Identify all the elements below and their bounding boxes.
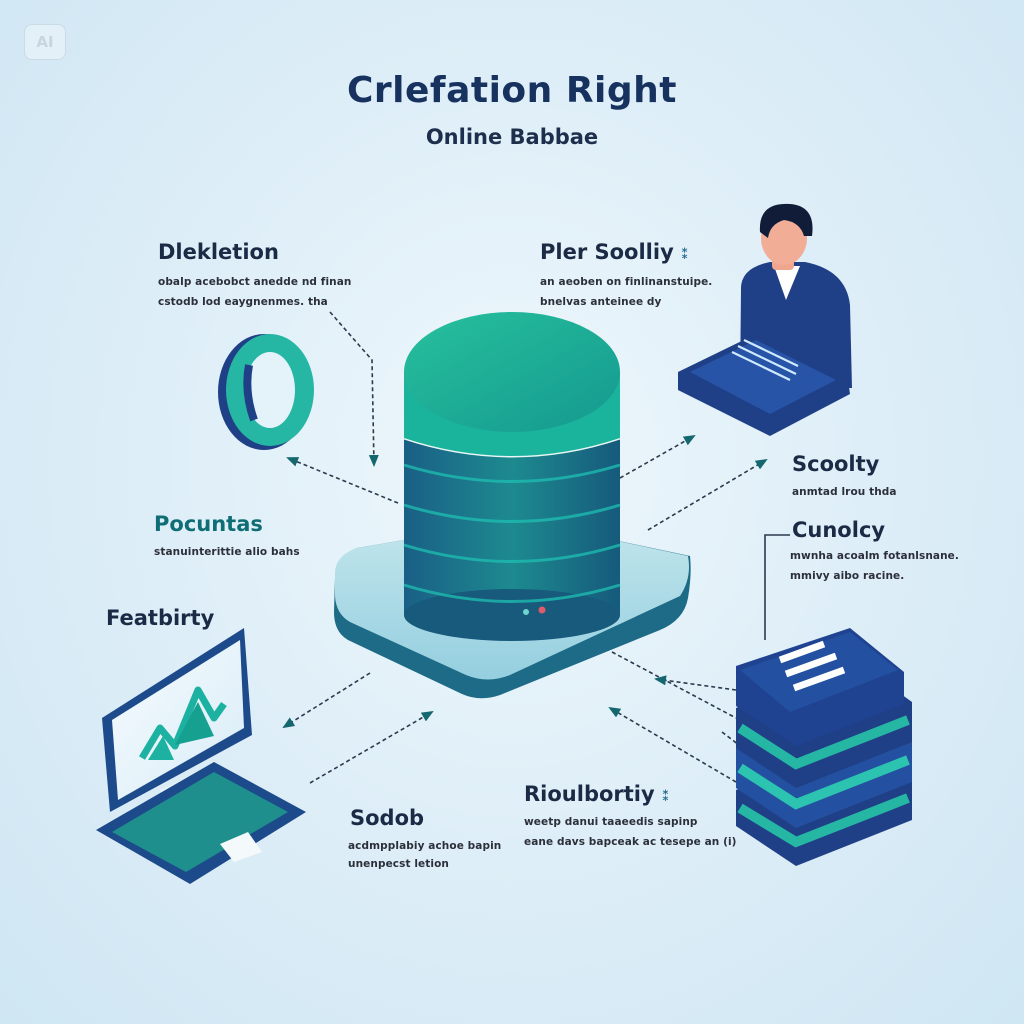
node-desc-bottom-right-1: weetp danui taaeedis sapinp	[524, 816, 698, 828]
sparkle-icon: ⁑	[662, 789, 670, 805]
node-desc-right-2-1: mwnha acoalm fotanlsnane.	[790, 550, 959, 562]
arrow-to-person	[619, 435, 696, 479]
arrow-to-security	[647, 458, 768, 531]
arrow-top-left	[329, 311, 379, 467]
node-desc-bottom-mid-1: acdmpplabiy achoe bapin	[348, 840, 502, 852]
node-desc-right-2-2: mmivy aibo racine.	[790, 570, 905, 582]
line-to-books-1	[611, 651, 737, 719]
node-heading-left-mid: Pocuntas	[154, 512, 263, 536]
arrow-to-ring	[286, 457, 399, 504]
diagram-subtitle: Online Babbae	[425, 125, 599, 149]
node-heading-bottom-right: Rioulbortiy ⁑	[524, 782, 670, 806]
book-stack-icon	[736, 628, 912, 866]
ring-icon	[218, 334, 314, 450]
arrow-to-monitor	[282, 672, 371, 729]
node-heading-top-right: Pler Soolliy ⁑	[540, 240, 689, 264]
node-desc-top-left-1: obalp acebobct anedde nd finan	[158, 276, 352, 288]
diagram-title: Crlefation Right	[347, 70, 677, 111]
node-desc-top-right-1: an aeoben on finlinanstuipe.	[540, 276, 713, 288]
node-heading-right-1: Scoolty	[792, 452, 880, 476]
arrow-from-books	[654, 675, 737, 691]
connector-arrows	[282, 311, 790, 784]
ai-badge: AI	[24, 24, 66, 60]
arrow-from-books-2	[608, 706, 737, 783]
node-desc-right-1: anmtad lrou thda	[792, 486, 897, 498]
node-heading-right-2: Cunolcy	[792, 518, 886, 542]
arrow-from-sodob	[309, 710, 434, 784]
database-icon	[334, 312, 691, 699]
line-to-concurrency	[764, 534, 790, 640]
node-heading-bottom-mid: Sodob	[350, 806, 425, 830]
node-desc-top-left-2: cstodb lod eaygnenmes. tha	[158, 296, 328, 308]
node-heading-top-left: Dlekletion	[158, 240, 279, 264]
node-desc-bottom-right-2: eane davs bapceak ac tesepe an (i)	[524, 836, 737, 848]
node-desc-top-right-2: bnelvas anteinee dy	[540, 296, 662, 308]
monitor-chart-icon	[96, 628, 306, 884]
node-heading-left-low: Featbirty	[106, 606, 215, 630]
person-at-laptop-icon	[678, 203, 852, 436]
node-desc-left-mid: stanuinterittie alio bahs	[154, 546, 300, 558]
node-desc-bottom-mid-2: unenpecst letion	[348, 858, 449, 870]
sparkle-icon: ⁑	[681, 247, 689, 263]
